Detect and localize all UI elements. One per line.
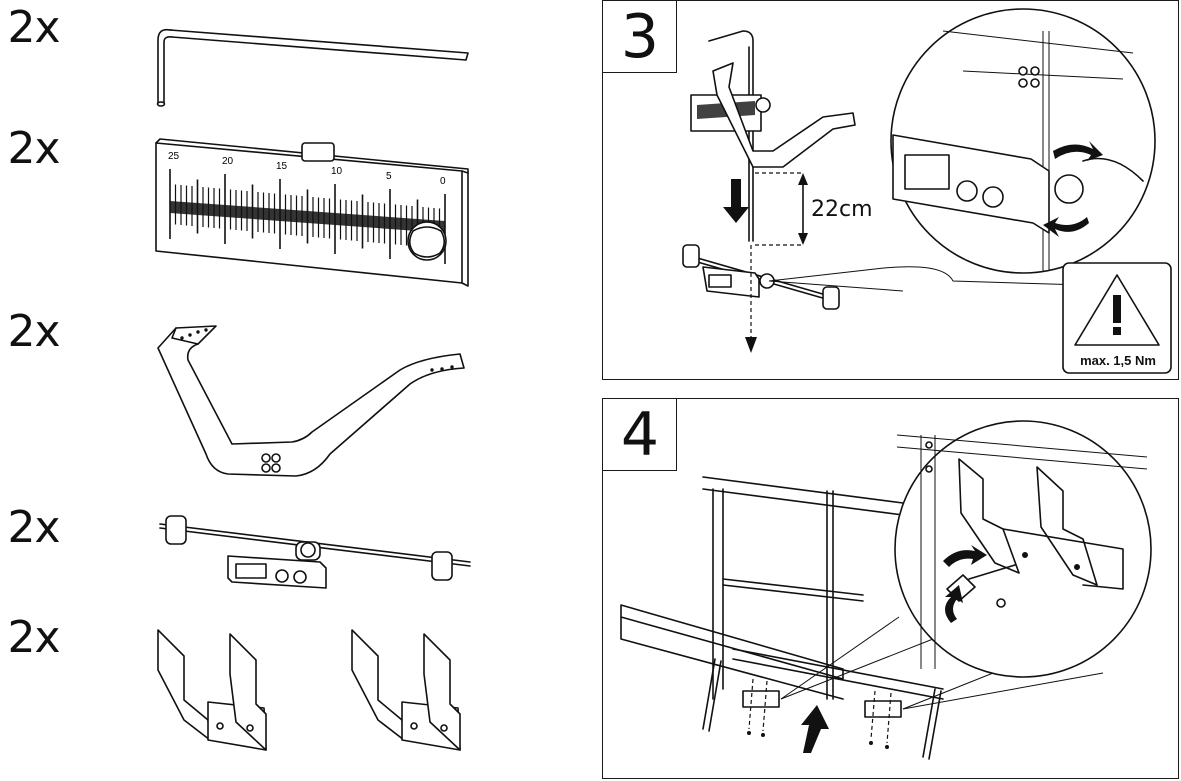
ruler-label-10: 10: [331, 166, 343, 177]
step-number-box: [603, 399, 677, 471]
part-quantity: 2x: [7, 123, 61, 174]
step-3-panel: 3: [602, 0, 1179, 380]
ruler-label-5: 5: [386, 171, 392, 182]
weight-bar-icon: [158, 515, 471, 589]
step-4-illustration: [620, 420, 1152, 760]
part-row-2: 2x 25 20 15 10 5 0: [0, 121, 578, 306]
part-quantity: 2x: [7, 306, 61, 357]
ruler-label-25: 25: [168, 151, 180, 162]
torque-warning-label: max. 1,5 Nm: [1080, 353, 1156, 368]
step-4-panel: 4: [602, 398, 1179, 779]
part-row-5: 2x: [0, 610, 578, 780]
step-number: 4: [620, 400, 660, 470]
u-brackets-icon: [156, 629, 461, 751]
part-quantity: 2x: [7, 612, 61, 663]
part-row-1: 2x: [0, 0, 578, 122]
distance-label: 22cm: [811, 197, 873, 222]
step-number: 3: [620, 2, 660, 72]
part-row-3: 2x: [0, 304, 578, 502]
bent-rod-icon: [156, 28, 469, 107]
step-number-box: [603, 1, 677, 73]
part-quantity: 2x: [7, 1, 61, 53]
part-quantity: 2x: [7, 502, 61, 553]
ruler-label-20: 20: [222, 156, 234, 167]
bent-arm-icon: [156, 325, 465, 477]
step-3-illustration: [682, 8, 1172, 374]
ruler-label-15: 15: [276, 161, 288, 172]
ruler-label-0: 0: [440, 176, 446, 187]
parts-list-panel: 2x 2x 25 20 15 10 5 0 2x: [0, 0, 578, 780]
scale-ruler-icon: 25 20 15 10 5 0: [154, 138, 469, 287]
part-row-4: 2x: [0, 500, 578, 612]
